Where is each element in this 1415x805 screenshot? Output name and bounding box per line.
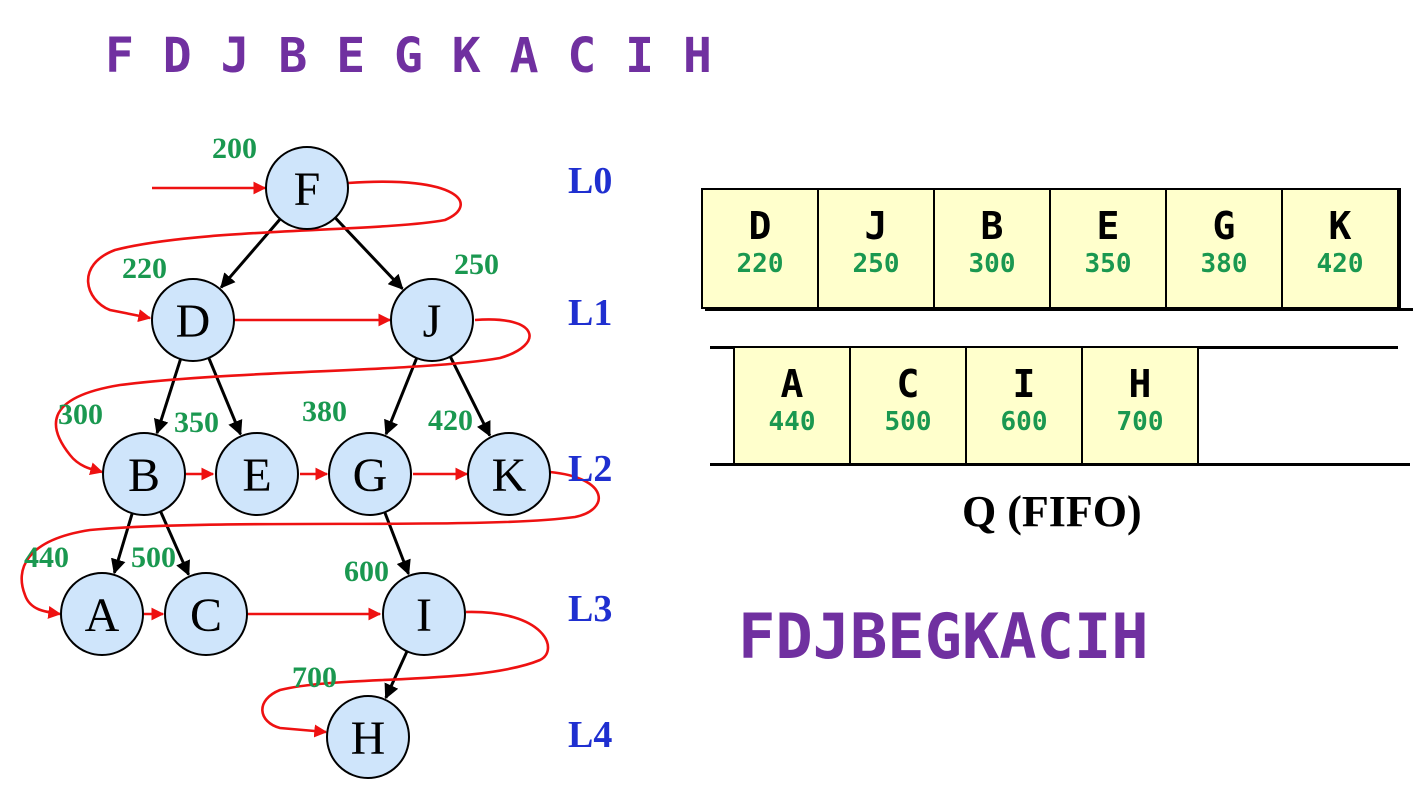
queue-caption: Q (FIFO) (962, 487, 1142, 536)
edge-d-b (153, 358, 182, 435)
node-circle (467, 432, 551, 516)
node-label: J (423, 295, 442, 348)
queue-cell-name: C (896, 362, 920, 406)
queue-cell-key: 440 (768, 407, 816, 437)
queue-cell-key: 420 (1316, 249, 1364, 279)
node-circle (326, 695, 410, 779)
node-label: E (242, 449, 271, 502)
level-label-l2: L2 (568, 448, 612, 490)
node-label: K (492, 449, 527, 502)
node-i: I (382, 572, 466, 656)
sequence-bottom: FDJBEGKACIH (738, 600, 1149, 673)
node-key-label: 380 (302, 395, 347, 428)
queue-cell-key: 250 (852, 249, 900, 279)
level-label-l4: L4 (568, 714, 612, 756)
queue-divider-line (705, 308, 1413, 311)
edge-i-h (384, 650, 409, 700)
node-circle (390, 278, 474, 362)
edge-b-a (111, 512, 134, 575)
node-label: D (176, 295, 211, 348)
queue-cell-name: D (748, 204, 772, 248)
node-key-label: 350 (174, 406, 219, 439)
queue-cell-name: B (980, 204, 1004, 248)
traversal-path (20, 180, 601, 738)
node-label: F (294, 163, 321, 216)
queue-cell-name: G (1212, 204, 1236, 248)
node-g: G (328, 432, 412, 516)
node-label: I (416, 589, 432, 642)
queue-top-line (710, 346, 1398, 349)
queue-cell-name: A (780, 362, 804, 406)
node-k: K (467, 432, 551, 516)
queue-cell-name: J (864, 204, 888, 248)
queue-cell-key: 500 (884, 407, 932, 437)
node-key-label: 600 (344, 555, 389, 588)
queue-cell-name: H (1128, 362, 1152, 406)
queue-cell-name: E (1096, 204, 1120, 248)
level-label-l0: L0 (568, 160, 612, 202)
node-label: H (351, 712, 386, 765)
level-label-l1: L1 (568, 292, 612, 334)
node-key-label: 250 (454, 248, 499, 281)
queue-cell-key: 380 (1200, 249, 1248, 279)
node-circle (265, 146, 349, 230)
queue-cell-name: K (1328, 204, 1352, 248)
node-key-label: 500 (131, 541, 176, 574)
node-circle (102, 432, 186, 516)
queue-cell-name: I (1012, 362, 1036, 406)
node-e: E (215, 432, 299, 516)
node-label: C (190, 589, 222, 642)
node-key-label: 700 (292, 661, 337, 694)
node-key-label: 300 (58, 398, 103, 431)
node-b: B (102, 432, 186, 516)
queue-cell-key: 350 (1084, 249, 1132, 279)
edge-j-k (448, 356, 492, 437)
node-label: B (128, 449, 160, 502)
node-key-label: 420 (428, 404, 473, 437)
edge-b-c (159, 510, 190, 577)
node-key-label: 440 (24, 541, 69, 574)
node-circle (164, 572, 248, 656)
queue-cell-key: 300 (968, 249, 1016, 279)
node-d: D (151, 278, 235, 362)
node-f: F (265, 146, 349, 230)
sequence-top: F D J B E G K A C I H (105, 28, 712, 84)
edge-d-e (207, 357, 243, 436)
node-a: A (60, 572, 144, 656)
node-circle (60, 572, 144, 656)
node-key-label: 200 (212, 132, 257, 165)
node-circle (328, 432, 412, 516)
edge-j-g (384, 357, 419, 436)
node-circle (151, 278, 235, 362)
queue-cell-key: 600 (1000, 407, 1048, 437)
node-label: A (85, 589, 120, 642)
node-circle (215, 432, 299, 516)
node-circle (382, 572, 466, 656)
node-j: J (390, 278, 474, 362)
node-c: C (164, 572, 248, 656)
node-h: H (326, 695, 410, 779)
queue-bottom-line (710, 463, 1410, 466)
node-label: G (353, 449, 388, 502)
edge-f-d (219, 218, 282, 289)
level-label-l3: L3 (568, 588, 612, 630)
queue-cell-key: 700 (1116, 407, 1164, 437)
node-key-label: 220 (122, 252, 167, 285)
queue-cell-key: 220 (736, 249, 784, 279)
